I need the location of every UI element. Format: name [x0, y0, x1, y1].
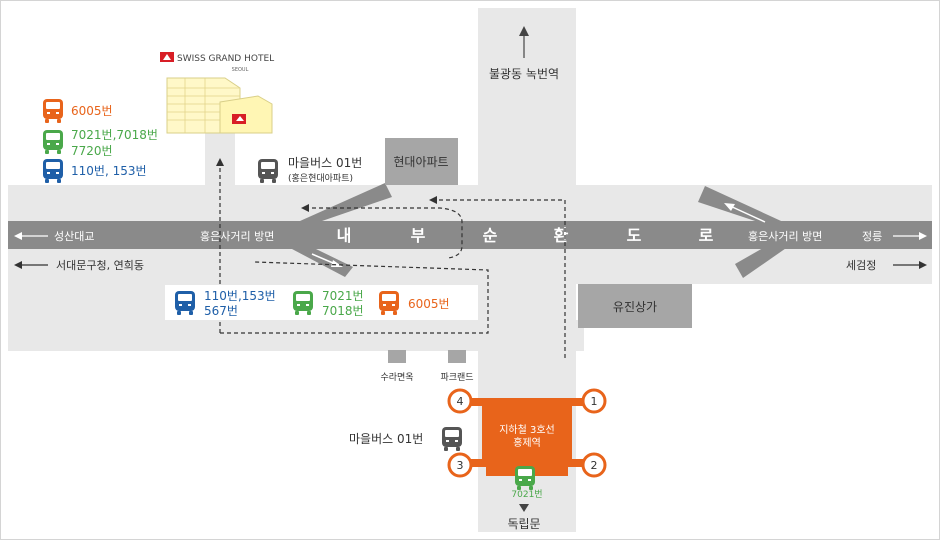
building-yujin	[578, 284, 692, 328]
main-road-char: 로	[699, 226, 714, 245]
main-road-char: 환	[554, 226, 569, 245]
ramps	[292, 183, 792, 278]
exit-number: 1	[591, 395, 598, 408]
main-road-char: 도	[627, 226, 642, 245]
exit-number: 2	[591, 459, 598, 472]
bus-green-label-2: 7720번	[71, 144, 113, 158]
label-east-lower: 세검정	[846, 259, 876, 272]
hotel-sub: SEOUL	[232, 67, 249, 73]
main-road-char: 내	[337, 226, 352, 245]
label-hongeun-right: 홍은사거리 방면	[748, 229, 822, 243]
main-road-char: 순	[483, 226, 498, 245]
station-name: 홍제역	[513, 436, 541, 449]
exit-number: 3	[457, 459, 464, 472]
north-direction: 불광동 녹번역	[489, 26, 559, 81]
label-hyundai: 현대아파트	[393, 155, 448, 169]
mid-green-label-1: 7021번	[322, 289, 364, 303]
building-hyundai	[385, 138, 458, 185]
walking-paths	[219, 162, 566, 358]
station-exits: 1 2 3 4	[447, 388, 607, 478]
label-parkland: 파크랜드	[440, 372, 473, 383]
south-direction: 독립문	[507, 504, 541, 531]
label-sura: 수라면옥	[380, 372, 413, 383]
main-road-name: 내 부 순 환 도 로	[337, 226, 714, 245]
hotel-illustration	[166, 77, 273, 134]
bus-group-village-top: 마을버스 01번 (홍은현대아파트)	[258, 156, 362, 184]
bus-group-top-left: 6005번 7021번,7018번 7720번 110번, 153번	[43, 99, 158, 183]
exit-3[interactable]: 3	[447, 452, 473, 478]
station-line: 지하철 3호선	[499, 423, 555, 436]
hotel-logo: SWISS GRAND HOTEL SEOUL	[160, 52, 274, 73]
village-label-1: 마을버스 01번	[288, 156, 362, 170]
label-hongeun-left: 홍은사거리 방면	[200, 229, 274, 243]
label-south: 독립문	[507, 517, 540, 531]
main-road-char: 부	[411, 226, 426, 245]
station-green-label: 7021번	[511, 489, 542, 500]
exit-1[interactable]: 1	[581, 388, 607, 414]
bus-group-village-bottom: 마을버스 01번	[349, 427, 462, 451]
village-label-2: (홍은현대아파트)	[288, 172, 353, 184]
label-north: 불광동 녹번역	[489, 67, 559, 81]
label-west-lower: 서대문구청, 연희동	[56, 259, 144, 272]
station-box	[486, 398, 568, 476]
exit-4[interactable]: 4	[447, 388, 473, 414]
bus-orange-label: 6005번	[71, 104, 113, 118]
ramp-arrows	[311, 203, 766, 267]
walking-arrows	[216, 158, 437, 212]
bus-island-middle: 110번,153번 567번 7021번 7018번 6005번	[165, 285, 470, 320]
main-road-labels: 성산대교 홍은사거리 방면 홍은사거리 방면 정릉	[14, 229, 927, 243]
label-east-main: 정릉	[862, 230, 882, 243]
exit-2[interactable]: 2	[581, 452, 607, 478]
subway-station: 지하철 3호선 홍제역 7021번	[466, 398, 588, 500]
bus-blue-label: 110번, 153번	[71, 164, 147, 178]
building-sura	[388, 350, 406, 363]
label-yujin: 유진상가	[613, 300, 657, 314]
hotel-name: SWISS GRAND HOTEL	[177, 54, 274, 64]
bus-green-label-1: 7021번,7018번	[71, 128, 158, 142]
label-west-main: 성산대교	[54, 230, 94, 243]
exit-number: 4	[457, 395, 464, 408]
building-parkland	[448, 350, 466, 363]
mid-green-label-2: 7018번	[322, 304, 364, 318]
mid-orange-label: 6005번	[408, 297, 450, 311]
mid-blue-label-2: 567번	[204, 304, 238, 318]
lower-road-labels: 서대문구청, 연희동 세검정	[14, 259, 927, 272]
village-bottom-label: 마을버스 01번	[349, 432, 423, 446]
mid-blue-label-1: 110번,153번	[204, 289, 276, 303]
